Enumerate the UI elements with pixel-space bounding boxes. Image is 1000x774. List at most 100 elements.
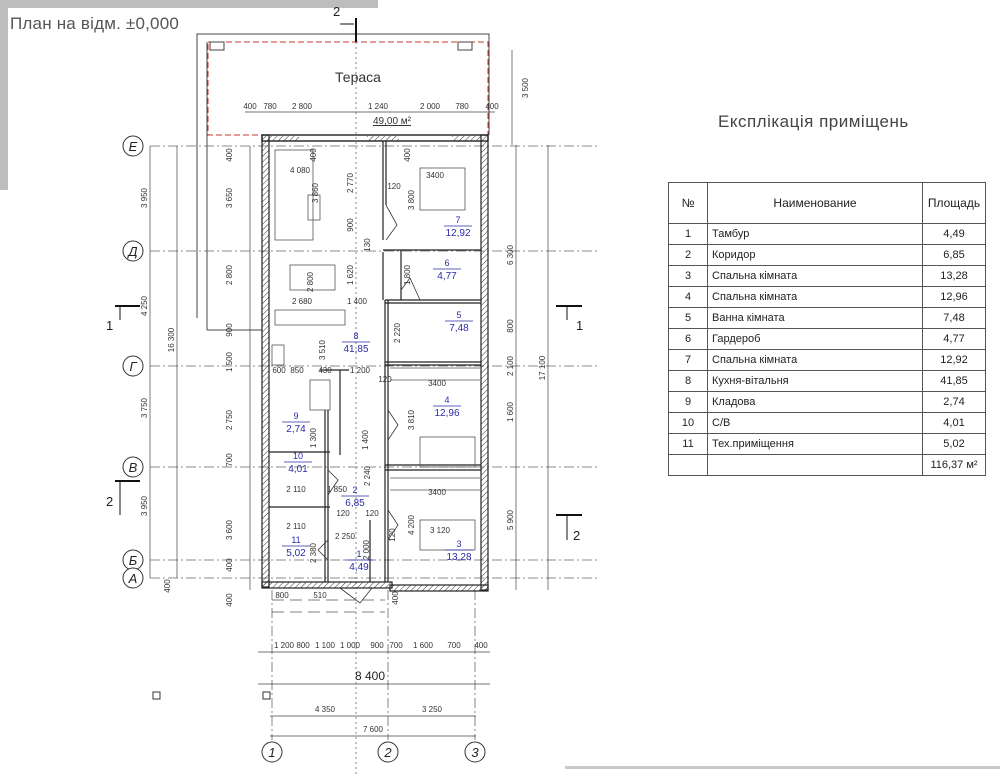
dimension-text: 6 300: [506, 244, 515, 265]
dimension-text: 1 500: [225, 351, 234, 372]
room-area: 7,48: [449, 323, 469, 334]
dimension-text: 2 250: [335, 532, 356, 541]
dimension-text: 120: [336, 509, 350, 518]
dimension-text: 800: [506, 319, 515, 333]
cell-number: 7: [668, 349, 708, 371]
dimension-text: 1 000: [340, 641, 361, 650]
dimension-text: 120: [365, 509, 379, 518]
axis-col-label: 2: [383, 745, 392, 760]
marker-square: [262, 691, 271, 700]
cell-area: 41,85: [922, 370, 986, 392]
dimension-text: 3 600: [225, 519, 234, 540]
room-number: 9: [293, 411, 298, 421]
cell-number: 9: [668, 391, 708, 413]
dimension-text: 4 080: [290, 166, 311, 175]
terrace: Тераса 49,00 м²: [196, 33, 490, 331]
dimension-text: 800: [296, 641, 310, 650]
frame-border-top: [0, 0, 378, 8]
dimension-text: 3400: [428, 488, 446, 497]
dimension-text: 1 200: [350, 366, 371, 375]
dimension-text: 2 220: [393, 322, 402, 343]
cell-name: Тех.приміщення: [707, 433, 923, 455]
cell-number: 6: [668, 328, 708, 350]
dimension-text: 900: [225, 323, 234, 337]
cell-number: 4: [668, 286, 708, 308]
dimension-text: 120: [387, 182, 401, 191]
dimension-total: 8 400: [355, 669, 385, 683]
dimension-text: 400: [391, 591, 400, 605]
dimension-text: 400: [474, 641, 488, 650]
room-number: 10: [293, 451, 303, 461]
cell-name: Спальна кімната: [707, 265, 923, 287]
room-area: 4,77: [437, 271, 457, 282]
room-area: 6,85: [345, 498, 365, 509]
dimension-text: 3 510: [318, 339, 327, 360]
axis-col-label: 3: [471, 745, 479, 760]
room-number: 8: [353, 331, 358, 341]
cell-area: 4,01: [922, 412, 986, 434]
cell-area: 4,77: [922, 328, 986, 350]
cell-number: 10: [668, 412, 708, 434]
cell-area: 7,48: [922, 307, 986, 329]
marker-square: [152, 691, 161, 700]
dimension-text: 1 400: [347, 297, 368, 306]
dimension-text: 900: [370, 641, 384, 650]
dimension-text: 2 000: [420, 102, 441, 111]
room-area: 4,49: [349, 562, 369, 573]
dimension-text: 400: [163, 579, 172, 593]
terrace-label: Тераса: [335, 69, 381, 85]
dimension-text: 3 950: [140, 495, 149, 516]
cell-name: Ванна кімната: [707, 307, 923, 329]
axis-row-label: Б: [129, 553, 138, 568]
room-area: 2,74: [286, 424, 306, 435]
cell-name: Коридор: [707, 244, 923, 266]
axis-row-label: Д: [126, 244, 137, 259]
dimension-text: 400: [225, 558, 234, 572]
dimension-text: 1 240: [368, 102, 389, 111]
dimension-text: 2 000: [362, 539, 371, 560]
cell-area: 5,02: [922, 433, 986, 455]
dimension-text: 3400: [426, 171, 444, 180]
cell-area: 12,92: [922, 349, 986, 371]
room-number: 2: [352, 485, 357, 495]
dimension-text: 3 750: [140, 397, 149, 418]
dimension-text: 1 600: [506, 401, 515, 422]
dimension-text: 2 800: [306, 271, 315, 292]
dimension-text: 2 800: [225, 264, 234, 285]
dimension-text: 900: [346, 218, 355, 232]
terrace-area: 49,00 м²: [373, 116, 412, 127]
cell-name: С/В: [707, 412, 923, 434]
dimension-text: 700: [225, 453, 234, 467]
room-area: 12,92: [445, 228, 470, 239]
dimension-text: 3 650: [225, 187, 234, 208]
dimension-text: 400: [243, 102, 257, 111]
cell-name: Кухня-вітальня: [707, 370, 923, 392]
dimension-text: 1 600: [413, 641, 434, 650]
dimension-text: 1 100: [315, 641, 336, 650]
dimension-total: 7 600: [363, 725, 384, 734]
section-mark-left-1-label: 1: [106, 318, 113, 333]
dimension-text: 3 800: [407, 189, 416, 210]
cell-name: Спальна кімната: [707, 286, 923, 308]
dimension-text: 510: [313, 591, 327, 600]
dimension-text: 1 620: [346, 264, 355, 285]
room-number: 4: [444, 395, 449, 405]
dimension-text: 430: [318, 366, 332, 375]
total-area: 116,37 м²: [922, 454, 986, 476]
dimension-text: 2 100: [506, 355, 515, 376]
dimension-text: 2 110: [286, 485, 306, 494]
axis-col-label: 1: [268, 745, 275, 760]
dimension-text: 2 800: [292, 102, 313, 111]
dimension-text: 2 770: [346, 172, 355, 193]
dimension-lines: [149, 50, 549, 737]
dimension-text: 780: [455, 102, 469, 111]
